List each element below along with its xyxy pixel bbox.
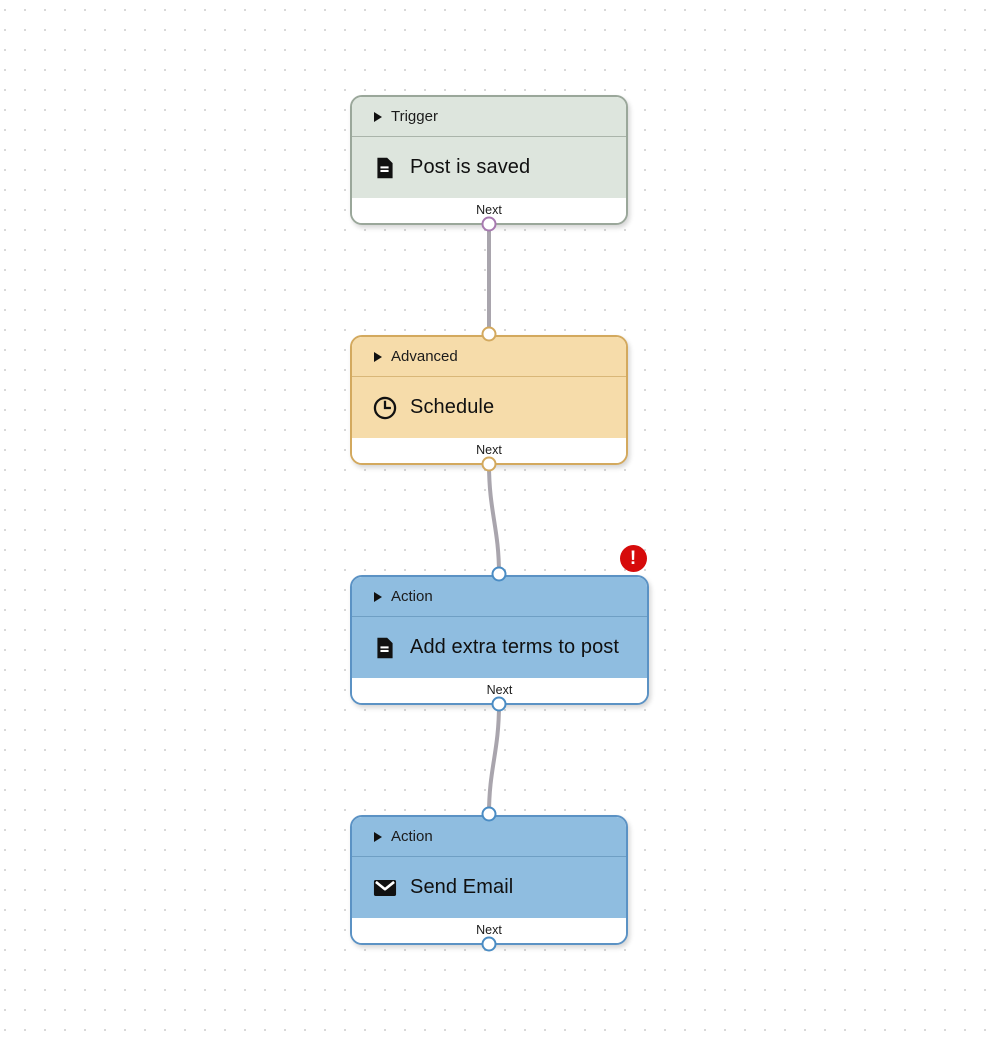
document-icon — [377, 637, 393, 658]
node-kind-label: Trigger — [391, 108, 438, 125]
envelope-icon — [373, 879, 397, 896]
caret-right-icon[interactable] — [374, 351, 382, 362]
trigger-out-port[interactable] — [481, 216, 497, 232]
caret-right-icon[interactable] — [374, 831, 382, 842]
action-email-out-port[interactable] — [481, 936, 497, 952]
node-body[interactable]: Schedule — [352, 377, 626, 438]
node-title: Send Email — [410, 876, 514, 898]
node-body[interactable]: Send Email — [352, 857, 626, 918]
node-title: Post is saved — [410, 156, 531, 178]
action-terms-in-port[interactable] — [491, 566, 507, 582]
action-email-in-port[interactable] — [481, 806, 497, 822]
edge-action-to-email[interactable] — [487, 702, 501, 816]
node-title: Schedule — [410, 396, 495, 418]
clock-icon — [373, 396, 397, 419]
caret-right-icon[interactable] — [374, 591, 382, 602]
node-header[interactable]: Advanced — [352, 337, 626, 377]
node-kind-label: Action — [391, 588, 433, 605]
action-terms-out-port[interactable] — [491, 696, 507, 712]
node-body[interactable]: Add extra terms to post — [352, 617, 647, 678]
document-icon — [377, 157, 393, 178]
advanced-in-port[interactable] — [481, 326, 497, 342]
node-kind-label: Action — [391, 828, 433, 845]
node-header[interactable]: Action — [352, 817, 626, 857]
caret-right-icon[interactable] — [374, 111, 382, 122]
advanced-out-port[interactable] — [481, 456, 497, 472]
node-title: Add extra terms to post — [410, 636, 620, 658]
edge-advanced-to-action[interactable] — [487, 462, 501, 576]
exclamation-icon: ! — [629, 547, 637, 569]
node-header[interactable]: Trigger — [352, 97, 626, 137]
error-badge[interactable]: ! — [619, 544, 647, 572]
node-body[interactable]: Post is saved — [352, 137, 626, 198]
node-header[interactable]: Action — [352, 577, 647, 617]
node-kind-label: Advanced — [391, 348, 458, 365]
